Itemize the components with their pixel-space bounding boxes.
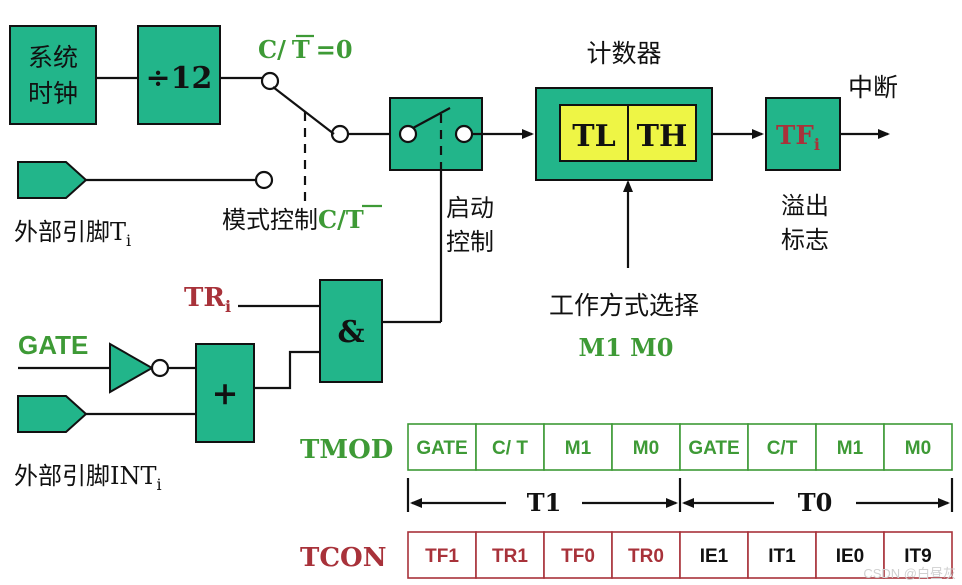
counter-title: 计数器 bbox=[586, 39, 661, 68]
tmod-bit-cell bbox=[407, 423, 477, 471]
overflow-flag-label-line1: 溢出 bbox=[781, 192, 829, 220]
t1-t0-span: T1 T0 bbox=[406, 478, 954, 517]
tcon-bit-cell bbox=[883, 531, 953, 579]
and-gate: & bbox=[319, 279, 383, 383]
tcon-bit-cell bbox=[747, 531, 817, 579]
m1m0-label: M1 M0 bbox=[579, 333, 674, 362]
tmod-register: GATE C/ T M1 M0 GATE C/T M1 M0 bbox=[407, 423, 953, 471]
tmod-bit-cell bbox=[883, 423, 953, 471]
svg-text:C/T=0: C/T=0 bbox=[258, 35, 353, 64]
mode-control-label: 模式控制C/T bbox=[222, 205, 364, 234]
divide-by-12-block: ÷12 bbox=[137, 25, 221, 125]
mode-selector-switch bbox=[254, 71, 350, 205]
or-gate: + bbox=[195, 343, 255, 443]
and-gate-symbol: & bbox=[337, 315, 364, 350]
tcon-bit-label: IE0 bbox=[836, 546, 865, 567]
tcon-bit-cell bbox=[815, 531, 885, 579]
counter-block: TL TH bbox=[535, 87, 713, 181]
external-pin-t-label: 外部引脚Ti bbox=[14, 218, 131, 250]
counter-th: TH bbox=[637, 119, 688, 154]
tcon-bit-cell bbox=[611, 531, 681, 579]
tcon-bit-cell bbox=[679, 531, 749, 579]
system-clock-label-line2: 时钟 bbox=[28, 79, 78, 108]
t0-label: T0 bbox=[798, 488, 833, 517]
tcon-name: TCON bbox=[300, 543, 386, 573]
watermark: CSDN @白昼灰 bbox=[863, 566, 956, 581]
tcon-bit-label: IT9 bbox=[904, 546, 931, 567]
tmod-bit-label: GATE bbox=[416, 438, 467, 459]
tmod-bit-cell bbox=[475, 423, 545, 471]
tmod-bit-cell bbox=[747, 423, 817, 471]
interrupt-label: 中断 bbox=[848, 73, 898, 102]
tmod-bit-label: M0 bbox=[633, 438, 659, 459]
tcon-bit-cell bbox=[475, 531, 545, 579]
tmod-bit-cell bbox=[815, 423, 885, 471]
tcon-bit-label: TF1 bbox=[425, 546, 459, 567]
tmod-bit-label: M1 bbox=[837, 438, 864, 459]
tcon-bit-label: TR1 bbox=[492, 546, 528, 567]
tmod-bit-label: C/T bbox=[767, 438, 798, 459]
tmod-bit-cell bbox=[543, 423, 613, 471]
work-mode-select-label: 工作方式选择 bbox=[549, 291, 699, 320]
external-pin-int-connector bbox=[17, 395, 196, 433]
system-clock-label-line1: 系统 bbox=[28, 43, 78, 72]
start-control-switch bbox=[389, 97, 483, 171]
gate-inverter bbox=[109, 342, 170, 394]
tr-label: TRi bbox=[184, 283, 231, 316]
ct0-suffix: =0 bbox=[316, 35, 353, 64]
tcon-bit-label: IE1 bbox=[700, 546, 729, 567]
external-pin-t-connector bbox=[17, 161, 256, 199]
external-pin-int-label: 外部引脚INTi bbox=[14, 462, 162, 494]
tcon-bit-label: TR0 bbox=[628, 546, 664, 567]
or-gate-symbol: + bbox=[212, 374, 239, 412]
divider-label: ÷12 bbox=[146, 61, 213, 96]
gate-label: GATE bbox=[18, 330, 88, 360]
tcon-bit-label: IT1 bbox=[768, 546, 796, 567]
tmod-bit-label: GATE bbox=[688, 438, 739, 459]
tmod-bit-label: C/ T bbox=[492, 438, 528, 459]
t1-label: T1 bbox=[527, 488, 562, 517]
tmod-bit-label: M1 bbox=[565, 438, 592, 459]
overflow-flag-block: TFi bbox=[765, 97, 841, 171]
system-clock-block: 系统 时钟 bbox=[9, 25, 97, 125]
ct0-prefix: C/ bbox=[258, 35, 286, 64]
tf-label: TFi bbox=[776, 121, 820, 154]
tcon-bit-label: TF0 bbox=[561, 546, 595, 567]
start-control-label-line2: 控制 bbox=[446, 228, 494, 256]
tmod-name: TMOD bbox=[300, 435, 393, 465]
tmod-bit-label: M0 bbox=[905, 438, 931, 459]
tcon-bit-cell bbox=[407, 531, 477, 579]
ct0-t: T bbox=[292, 35, 310, 64]
start-control-label-line1: 启动 bbox=[446, 194, 494, 222]
tcon-register: TF1 TR1 TF0 TR0 IE1 IT1 IE0 IT9 bbox=[407, 531, 953, 579]
overflow-flag-label-line2: 标志 bbox=[781, 226, 829, 254]
counter-tl: TL bbox=[572, 119, 615, 154]
ct-equals-zero-label: C/T=0 bbox=[258, 34, 353, 64]
